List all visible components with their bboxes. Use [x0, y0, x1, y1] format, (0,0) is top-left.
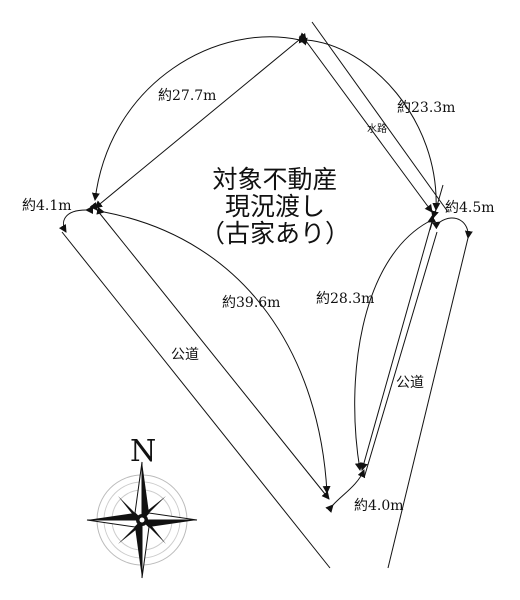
dim-label-southeast: 約28.3m: [316, 291, 375, 307]
road-label-east: 公道: [396, 375, 424, 391]
road-label-west: 公道: [171, 347, 199, 363]
dim-line-southeast: [360, 210, 439, 471]
arc-west-corner: [58, 205, 94, 233]
road-edge-west: [61, 231, 331, 569]
dim-label-northeast: 約23.3m: [397, 100, 456, 116]
property-title-line2: 現況渡し: [224, 192, 325, 221]
dim-label-southwest: 約39.6m: [222, 295, 281, 311]
dim-label-west-corner: 約4.1m: [22, 198, 72, 214]
arc-northeast: [298, 35, 441, 211]
arc-east-corner: [431, 217, 473, 239]
dim-label-northwest: 約27.7m: [158, 88, 217, 104]
dim-label-south-corner: 約4.0m: [354, 498, 404, 514]
waterway-label: 水路: [367, 124, 387, 135]
arc-southwest: [96, 206, 331, 494]
north-label: N: [130, 434, 157, 469]
property-title-line3: （古家あり）: [199, 219, 350, 248]
compass-rose: [86, 461, 198, 579]
road-edge-east-outer: [387, 237, 469, 569]
dim-label-east-corner: 約4.5m: [445, 200, 495, 216]
road-edge-east-inner: [363, 231, 438, 479]
arc-northwest: [91, 36, 308, 201]
property-title-line1: 対象不動産: [212, 165, 338, 194]
arc-southeast: [354, 215, 437, 471]
arc-south-corner: [325, 469, 366, 513]
